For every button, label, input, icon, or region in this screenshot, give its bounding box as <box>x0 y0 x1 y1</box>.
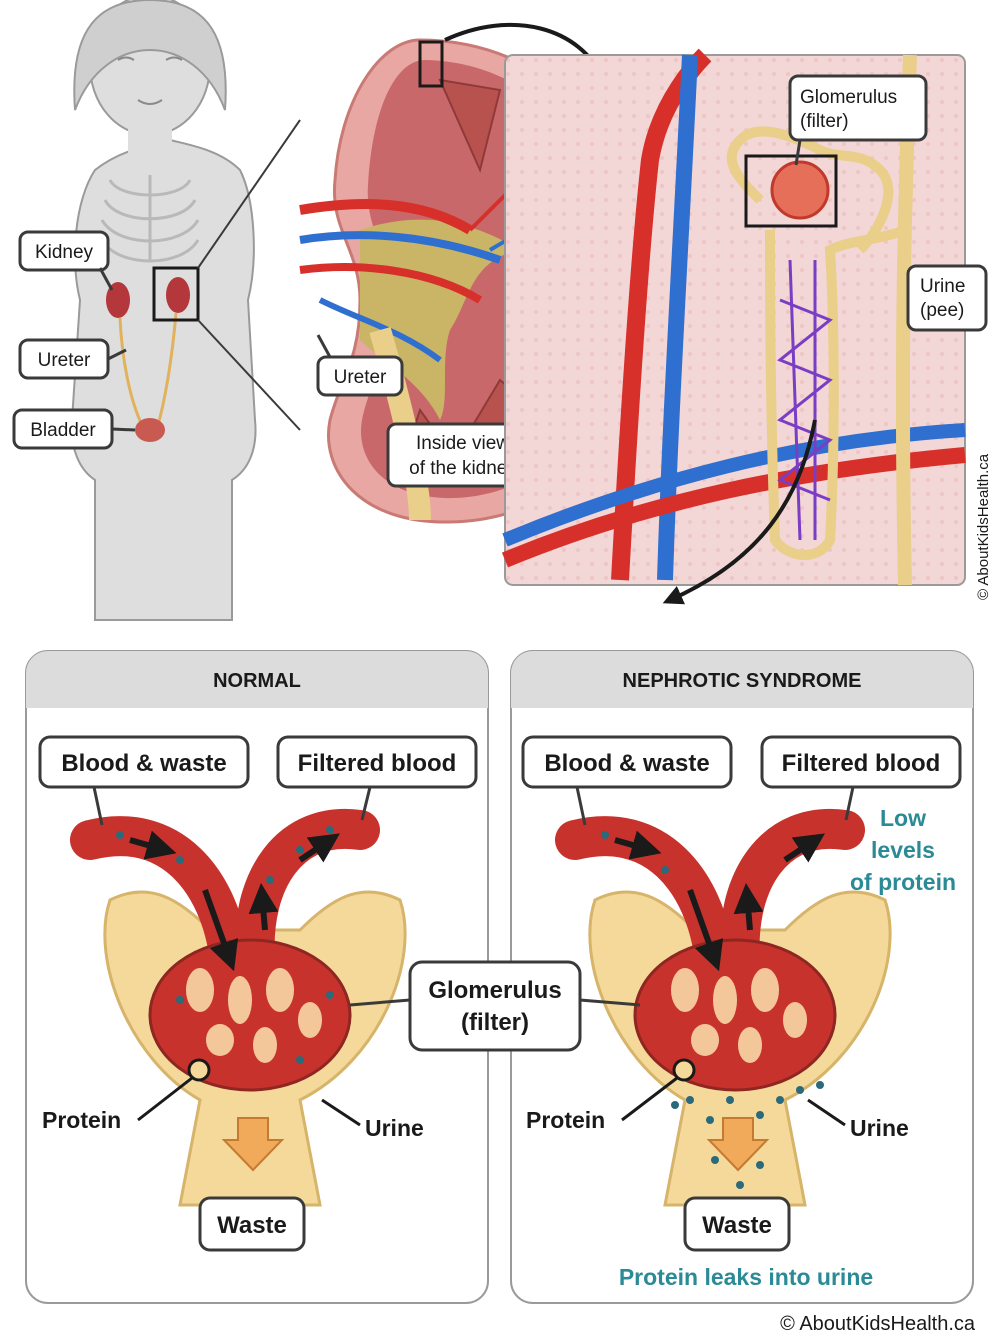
glomerulus-highlight-box <box>744 154 838 228</box>
blood-waste-label-nephrotic: Blood & waste <box>544 750 709 777</box>
inside-view-line2: of the kidney <box>409 458 517 479</box>
urine-top-line1: Urine <box>920 276 965 297</box>
ureter-callout: Ureter <box>18 338 127 380</box>
panel-normal: NORMAL Blood & waste <box>25 650 489 1304</box>
protein-leak-note: Protein leaks into urine <box>619 1264 873 1290</box>
waste-label-normal: Waste <box>217 1212 287 1239</box>
urine-callout-top: Urine (pee) <box>906 264 988 332</box>
low-protein-line3: of protein <box>850 869 956 895</box>
glomerulus-callout-top: Glomerulus (filter) <box>788 74 928 166</box>
glomerulus-top-line1: Glomerulus <box>800 87 897 108</box>
zoom-arrow-bottom <box>662 419 817 605</box>
side-credit: © AboutKidsHealth.ca <box>975 453 992 600</box>
ureter-callout-2: Ureter <box>316 334 404 397</box>
filtered-blood-callout-normal: Filtered blood <box>276 735 478 821</box>
urine-label-nephrotic: Urine <box>850 1115 909 1141</box>
panel-nephrotic-title: NEPHROTIC SYNDROME <box>623 670 862 692</box>
glomerulus-top-line2: (filter) <box>800 111 849 132</box>
waste-callout-nephrotic: Waste <box>683 1196 791 1252</box>
bladder-callout: Bladder <box>12 408 136 450</box>
ureter-label-2: Ureter <box>334 367 387 388</box>
filtered-blood-label-normal: Filtered blood <box>298 750 457 777</box>
blood-waste-label-normal: Blood & waste <box>61 750 226 777</box>
glomerulus-callout-center: Glomerulus (filter) <box>349 960 641 1052</box>
waste-callout-normal: Waste <box>198 1196 306 1252</box>
child-figure <box>70 0 301 621</box>
nephron-detail <box>501 48 966 586</box>
kidney-highlight-box <box>152 266 200 322</box>
filtered-blood-callout-nephrotic: Filtered blood <box>760 735 962 821</box>
low-protein-line1: Low <box>880 805 926 831</box>
protein-label-normal: Protein <box>42 1107 121 1133</box>
glomerulus-center-line2: (filter) <box>461 1009 529 1036</box>
protein-marker-nephrotic <box>672 1058 696 1082</box>
filtered-blood-label-nephrotic: Filtered blood <box>782 750 941 777</box>
low-protein-line2: levels <box>871 837 935 863</box>
kidney-callout: Kidney <box>18 230 114 291</box>
protein-marker-normal <box>187 1058 211 1082</box>
inside-view-line1: Inside view <box>416 433 510 454</box>
kidney-label: Kidney <box>35 242 94 263</box>
protein-label-nephrotic: Protein <box>526 1107 605 1133</box>
glomerulus-center-line1: Glomerulus <box>428 977 561 1004</box>
blood-waste-callout-normal: Blood & waste <box>38 735 250 826</box>
urine-label-normal: Urine <box>365 1115 424 1141</box>
bladder-label: Bladder <box>30 420 96 441</box>
urine-top-line2: (pee) <box>920 300 964 321</box>
panel-nephrotic: NEPHROTIC SYNDROME Blood & waste <box>510 650 974 1304</box>
inside-view-callout: Inside view of the kidney <box>386 422 540 488</box>
ureter-label: Ureter <box>38 350 91 371</box>
blood-waste-callout-nephrotic: Blood & waste <box>521 735 733 826</box>
panel-normal-title: NORMAL <box>213 670 301 692</box>
footer-credit: © AboutKidsHealth.ca <box>780 1313 976 1335</box>
nephron-highlight-box <box>418 40 444 88</box>
waste-label-nephrotic: Waste <box>702 1212 772 1239</box>
